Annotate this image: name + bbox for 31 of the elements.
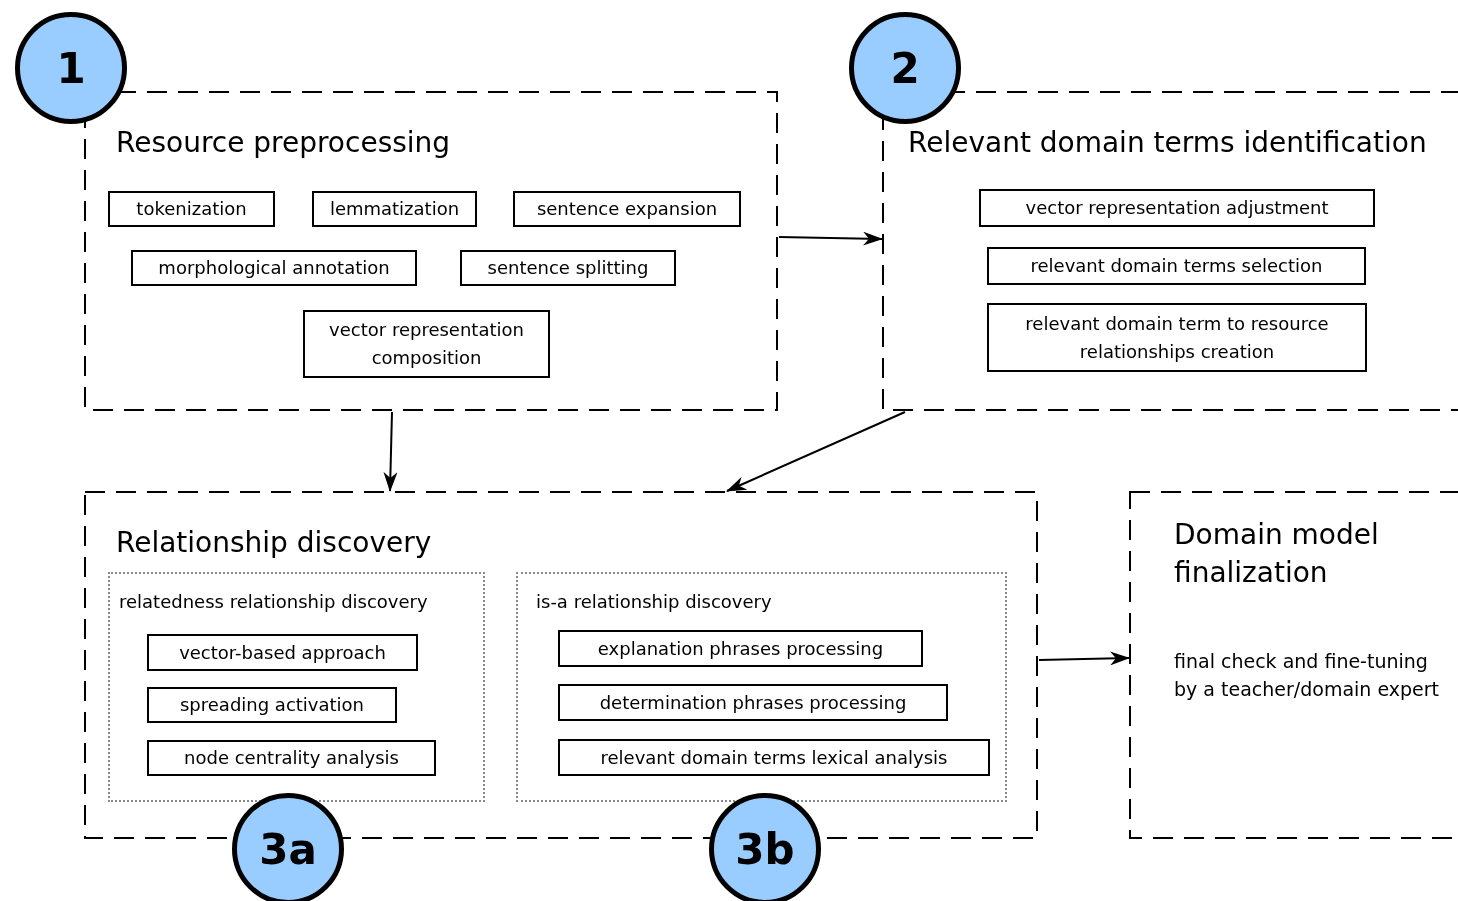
task-box: morphological annotation [131, 250, 417, 286]
stage-title: Relationship discovery [116, 525, 432, 561]
subgroup-title: is-a relationship discovery [536, 590, 772, 614]
stage-description: final check and fine-tuning by a teacher/domain expert [1174, 649, 1440, 702]
task-box: vector-based approach [147, 634, 418, 671]
arrow [726, 411, 906, 492]
subgroup-panel [516, 572, 1007, 802]
arrow [778, 231, 883, 246]
subgroup-title: relatedness relationship discovery [119, 590, 428, 614]
stage-panel [1130, 492, 1458, 838]
task-box: vector representation adjustment [979, 189, 1375, 227]
stage-title: Domain model finalization [1174, 517, 1380, 591]
arrow [1038, 651, 1130, 666]
task-box: relevant domain terms selection [987, 247, 1366, 285]
stage-panel [883, 92, 1458, 410]
stage-panel [85, 92, 777, 410]
task-box: relevant domain terms lexical analysis [558, 739, 990, 776]
task-box: explanation phrases processing [558, 630, 923, 667]
stage-title: Resource preprocessing [116, 125, 451, 161]
arrow [383, 411, 398, 492]
task-box: vector representation composition [303, 310, 550, 378]
task-box: lemmatization [312, 191, 477, 227]
task-box: determination phrases processing [558, 684, 948, 721]
task-box: node centrality analysis [147, 740, 436, 776]
stage-title: Relevant domain terms identification [908, 125, 1427, 161]
task-box: tokenization [108, 191, 275, 227]
subgroup-panel [108, 572, 485, 802]
task-box: sentence expansion [513, 191, 741, 227]
task-box: sentence splitting [460, 250, 676, 286]
task-box: spreading activation [147, 687, 397, 723]
task-box: relevant domain term to resource relationships creation [987, 303, 1367, 372]
